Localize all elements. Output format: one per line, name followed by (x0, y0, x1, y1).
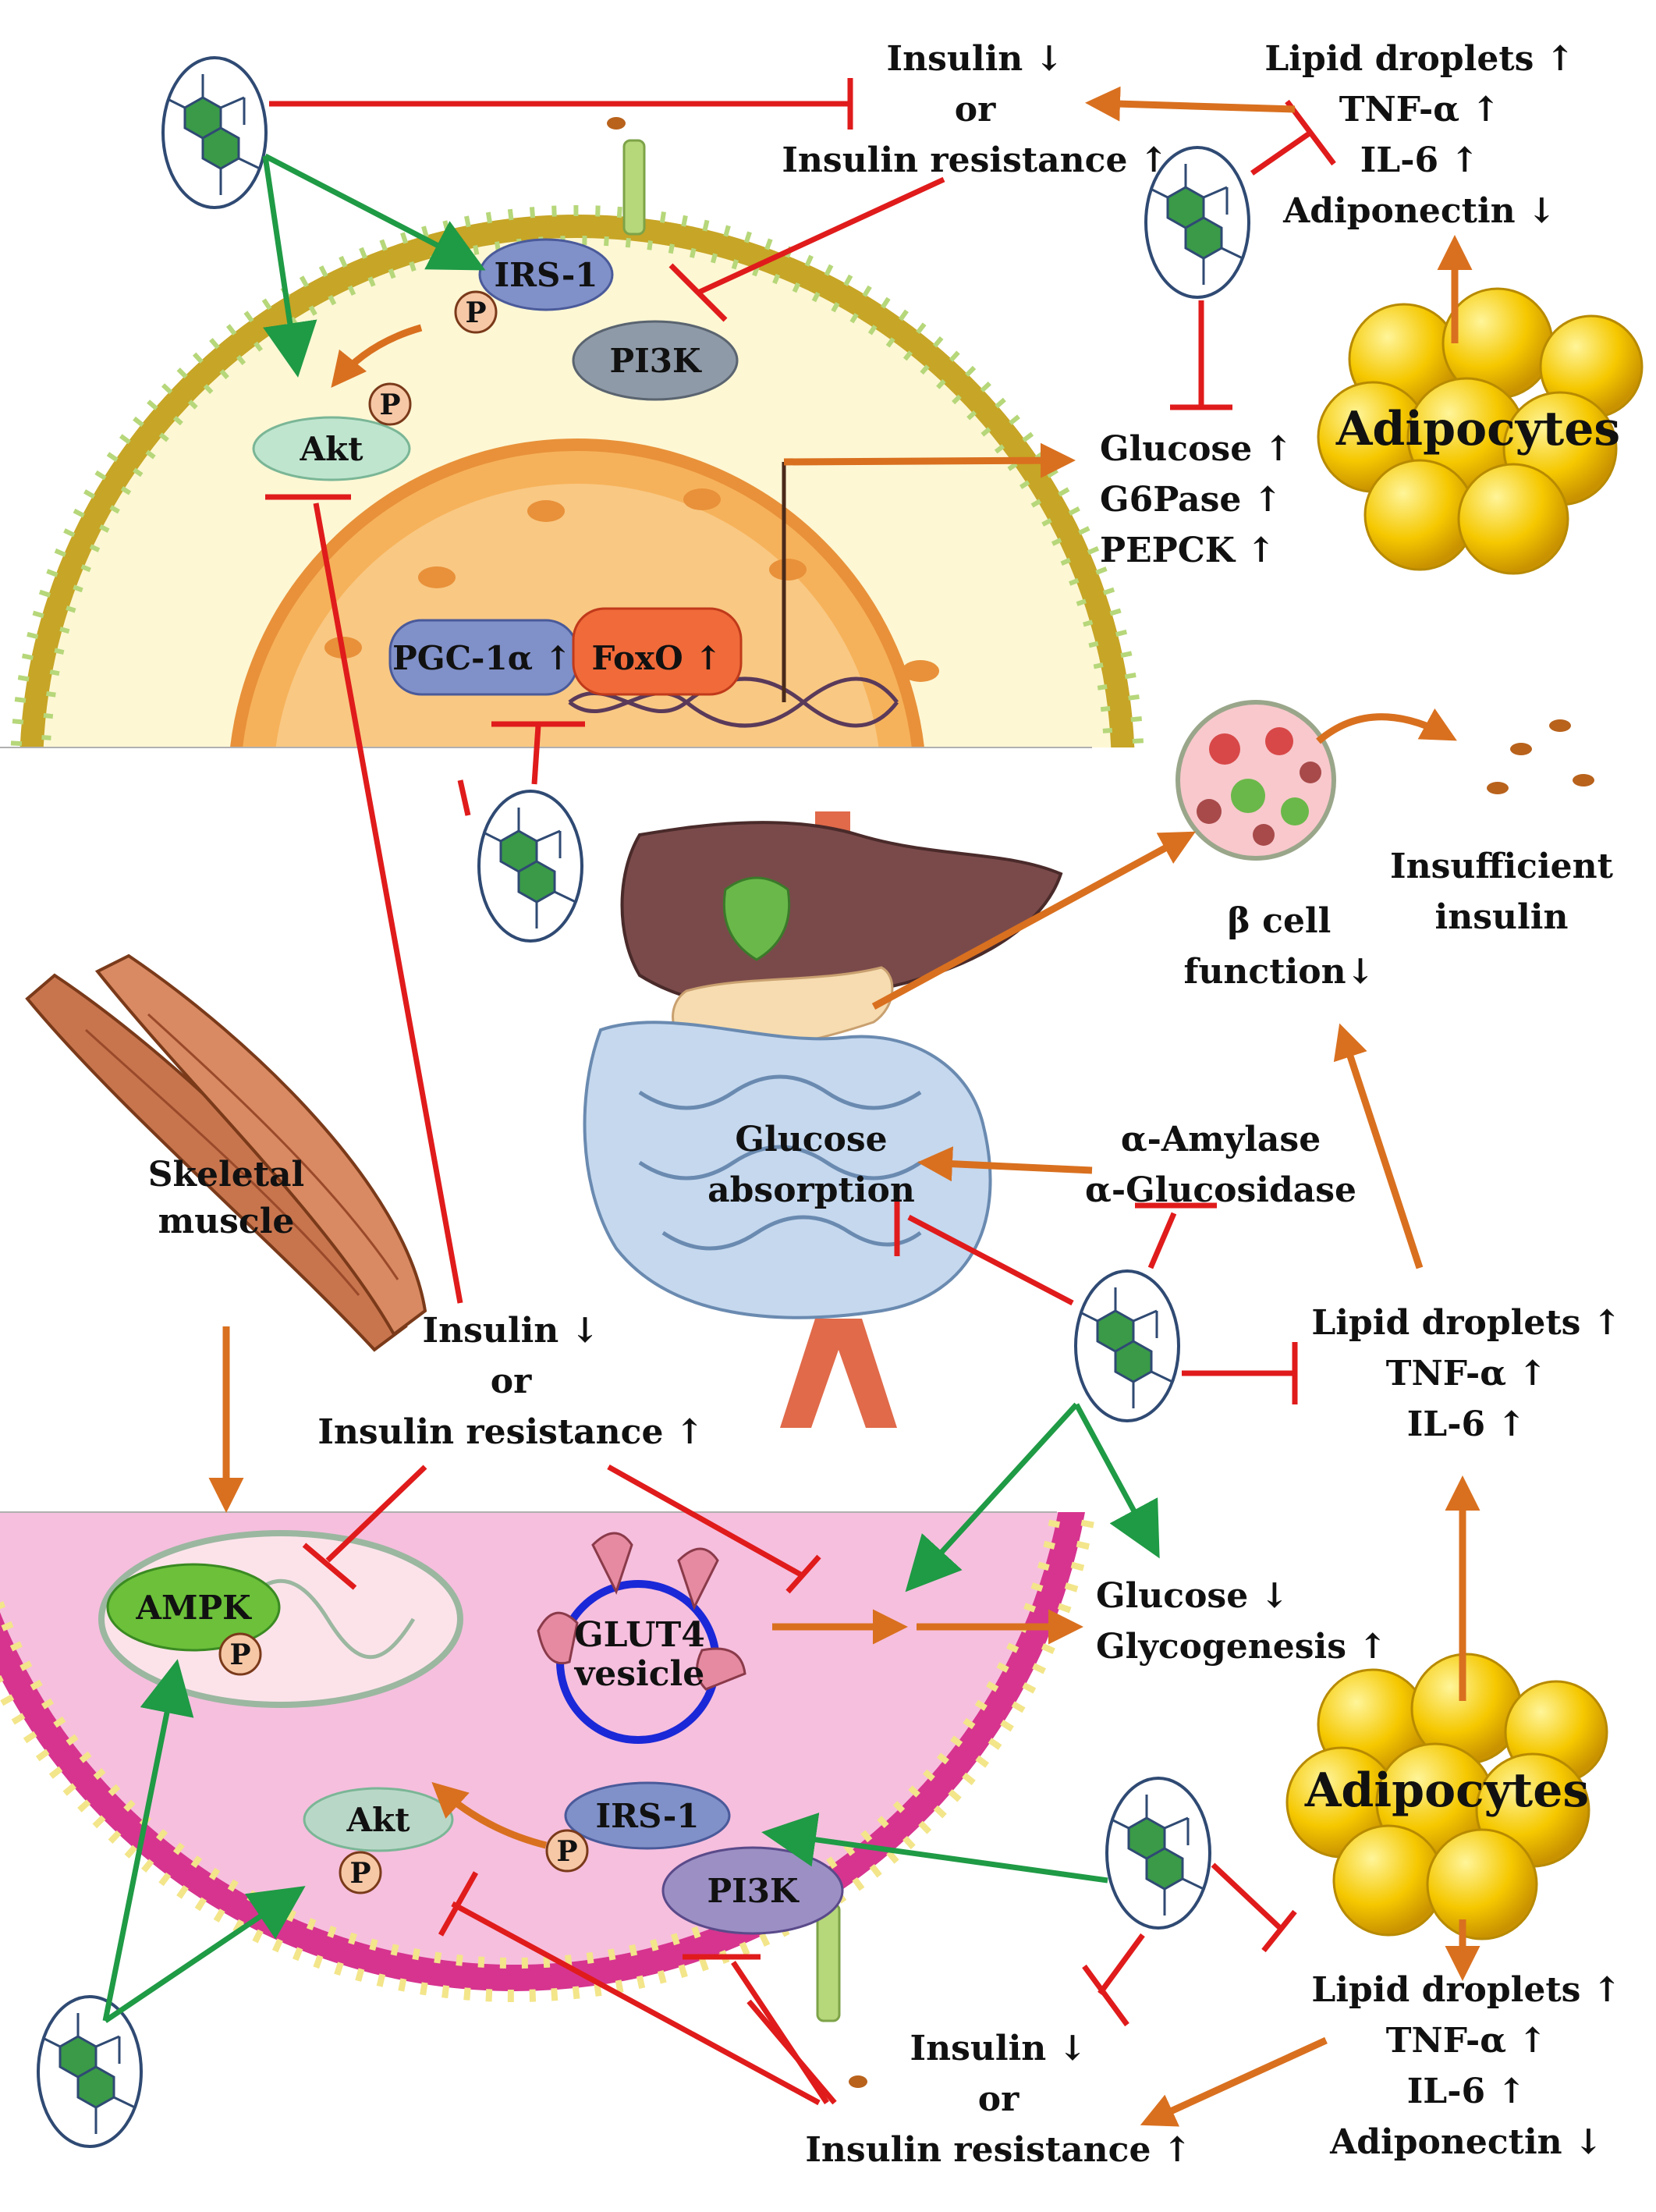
bottom-insulin-line3: Insulin resistance ↑ (805, 2130, 1191, 2170)
mid-insulin-line2: or (491, 1362, 532, 1401)
top-adipo-factor-2: TNF-α ↑ (1339, 90, 1501, 130)
top-insulin-line2: or (955, 90, 996, 130)
activation-arrows (102, 153, 1160, 2023)
bottom-insulin-line1: Insulin ↓ (910, 2029, 1087, 2068)
bottom-adipo-factor-2: TNF-α ↑ (1386, 2021, 1548, 2061)
adipocytes-bottom-label: Adipocytes (1304, 1763, 1589, 1818)
bottom-adipo-factor-4: Adiponectin ↓ (1329, 2122, 1603, 2162)
top-adipo-factor-4: Adiponectin ↓ (1282, 191, 1556, 231)
muscle-akt-label: Akt (346, 1801, 410, 1839)
akt-label: Akt (299, 430, 363, 468)
irs1-protein (478, 238, 614, 311)
pi3k-label: PI3K (610, 342, 702, 380)
akt-phospho-label: P (379, 389, 400, 421)
top-insulin-line1: Insulin ↓ (887, 39, 1064, 79)
pi3k-protein (572, 320, 739, 401)
irs1-phospho-label: P (465, 296, 486, 329)
pgc1a-label: PGC-1α ↑ (392, 639, 572, 677)
muscle-insulin-particle (849, 2075, 867, 2088)
ampk-label: AMPK (135, 1589, 252, 1627)
glycogenesis-line1: Glucose ↓ (1096, 1576, 1289, 1616)
glucose-absorption-line1: Glucose (735, 1120, 887, 1159)
mid-right-factor-1: Lipid droplets ↑ (1311, 1303, 1621, 1343)
enzyme-alpha-amylase: α-Amylase (1121, 1120, 1321, 1159)
liver-pancreas-intestine-icon (583, 811, 1063, 1428)
muscle-akt-phospho-label: P (349, 1857, 371, 1890)
mid-right-factor-3: IL-6 ↑ (1407, 1404, 1527, 1444)
glut4-label: GLUT4 (574, 1615, 705, 1655)
gluconeogenesis-line1: Glucose ↑ (1100, 429, 1293, 469)
beta-cell-islet-icon (1176, 700, 1336, 861)
gallbladder-shape (722, 876, 791, 961)
beta-cell-line2: function↓ (1184, 952, 1375, 992)
mid-insulin-line3: Insulin resistance ↑ (317, 1412, 704, 1452)
liver-shape (620, 821, 1063, 1007)
glucose-absorption-line2: absorption (707, 1170, 915, 1210)
ampk-phospho-label: P (229, 1639, 250, 1671)
ampk-protein (106, 1563, 281, 1652)
flow-arrows (208, 86, 1480, 2127)
muscle-irs1-protein (564, 1781, 731, 1850)
bottom-adipo-factor-3: IL-6 ↑ (1407, 2072, 1527, 2111)
bottom-adipo-factor-1: Lipid droplets ↑ (1311, 1970, 1621, 2010)
flavonoid-molecule-icon (161, 56, 268, 209)
flavonoid-molecule-icon (1105, 1777, 1211, 1930)
mid-insulin-line1: Insulin ↓ (423, 1311, 600, 1351)
top-adipo-factor-3: IL-6 ↑ (1360, 140, 1480, 180)
adipocytes-top-label: Adipocytes (1335, 402, 1620, 456)
muscle-insulin-receptor (816, 1902, 841, 2022)
muscle-irs1-phospho-label: P (556, 1835, 577, 1868)
bottom-insulin-line2: or (978, 2079, 1019, 2119)
top-insulin-line3: Insulin resistance ↑ (782, 140, 1168, 180)
foxo-label: FoxO ↑ (592, 639, 722, 677)
glut4-vesicle-label: vesicle (574, 1654, 705, 1694)
foxo-protein (572, 607, 743, 696)
gluconeogenesis-line2: G6Pase ↑ (1100, 480, 1282, 520)
mid-right-factor-2: TNF-α ↑ (1386, 1354, 1548, 1394)
irs1-label: IRS-1 (494, 256, 598, 294)
insufficient-insulin-line2: insulin (1435, 897, 1569, 937)
insulin-particle (607, 117, 626, 130)
glut4-vesicle-icon (537, 1532, 746, 1744)
muscle-akt-protein (303, 1787, 454, 1852)
glycogenesis-line2: Glycogenesis ↑ (1096, 1627, 1387, 1667)
enzyme-alpha-glucosidase: α-Glucosidase (1085, 1170, 1356, 1210)
muscle-pi3k-label: PI3K (707, 1872, 800, 1910)
muscle-irs1-label: IRS-1 (595, 1797, 699, 1835)
gluconeogenesis-line3: PEPCK ↑ (1100, 531, 1275, 570)
akt-protein (252, 416, 411, 481)
flavonoid-molecule-icon (477, 790, 583, 943)
muscle-pi3k-protein (661, 1846, 844, 1935)
adipocytes-icon-bottom (1285, 1653, 1608, 1940)
membrane-lipid-heads (10, 205, 1144, 747)
skeletal-muscle-label-1: Skeletal (148, 1155, 305, 1195)
insufficient-insulin-line1: Insufficient (1390, 847, 1614, 886)
skeletal-muscle-label-2: muscle (158, 1202, 295, 1241)
adipocytes-icon-top (1317, 287, 1644, 575)
aorta-shape (780, 1319, 897, 1428)
inhibition-lines (265, 78, 1336, 2106)
flavonoid-molecule-icon (1074, 1269, 1180, 1422)
insulin-receptor (622, 139, 646, 236)
skeletal-muscle-icon (25, 953, 427, 1352)
flavonoid-molecule-icon (37, 1995, 143, 2148)
beta-cell-line1: β cell (1228, 901, 1332, 941)
top-adipo-factor-1: Lipid droplets ↑ (1264, 39, 1574, 79)
